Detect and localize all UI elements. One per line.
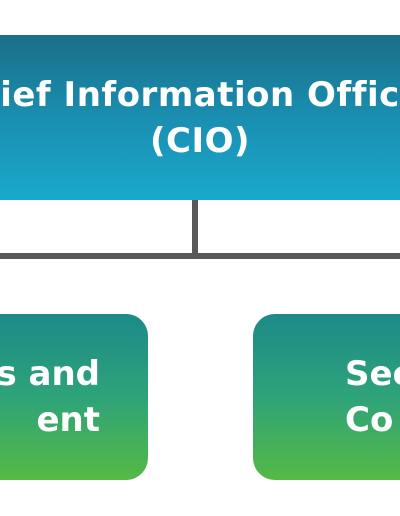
child-node-right-line1: Sec xyxy=(345,354,400,394)
child-node-right-line2: Co xyxy=(345,400,394,440)
connector-horizontal xyxy=(0,253,400,259)
root-node-title-line1: ief Information Offic xyxy=(0,74,400,115)
child-node-left-line1: s and xyxy=(0,354,100,394)
root-node-cio: ief Information Offic (CIO) xyxy=(0,35,400,200)
root-node-title-line2: (CIO) xyxy=(149,120,251,161)
connector-vertical xyxy=(192,200,198,258)
child-node-right: Sec Co xyxy=(253,314,400,480)
child-node-left: s and ent xyxy=(0,314,148,480)
child-node-left-line2: ent xyxy=(36,400,100,440)
